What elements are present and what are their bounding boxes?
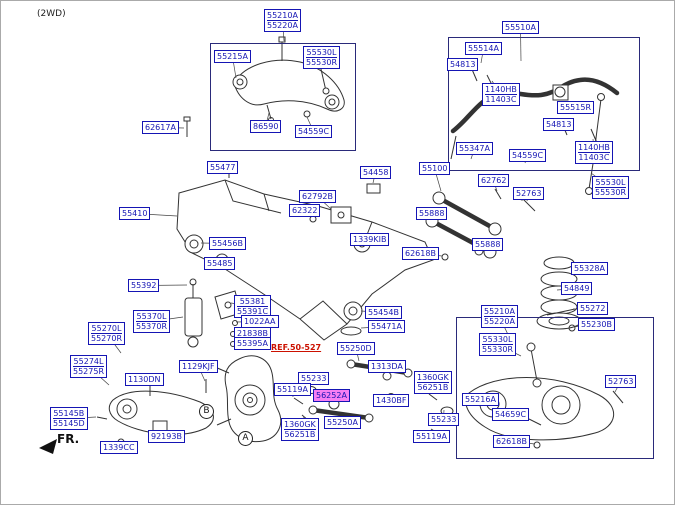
part-label[interactable]: 55328A xyxy=(571,262,608,275)
part-label[interactable]: 62762 xyxy=(478,174,510,187)
part-label[interactable]: 55233 xyxy=(298,372,330,385)
part-label[interactable]: 55272 xyxy=(577,302,609,315)
part-label[interactable]: 55454B xyxy=(365,306,402,319)
part-label[interactable]: 92193B xyxy=(148,430,185,443)
part-label[interactable]: 62617A xyxy=(142,121,179,134)
ref-link[interactable]: REF.50-527 xyxy=(271,343,322,352)
front-direction-label: FR. xyxy=(57,432,80,446)
part-label[interactable]: 62322 xyxy=(289,204,321,217)
part-label[interactable]: 55888 xyxy=(416,207,448,220)
part-label[interactable]: 54659C xyxy=(492,408,530,421)
part-label[interactable]: 55119A xyxy=(413,430,450,443)
part-label[interactable]: 62618B xyxy=(402,247,439,260)
drive-type-label: (2WD) xyxy=(37,9,66,19)
knuckle-art xyxy=(205,355,282,443)
part-label[interactable]: 1130DN xyxy=(125,373,164,386)
part-label[interactable]: 1313DA xyxy=(368,360,406,373)
part-label[interactable]: 55456B xyxy=(209,237,246,250)
assembly-box xyxy=(456,317,654,459)
part-label[interactable]: 55485 xyxy=(204,257,236,270)
part-label[interactable]: 55250A xyxy=(324,416,361,429)
part-label[interactable]: 55510A xyxy=(502,21,539,34)
assembly-box xyxy=(210,43,356,151)
trailing-arm-art xyxy=(96,378,214,446)
upper-arm-art xyxy=(232,36,345,123)
part-label[interactable]: 56252A xyxy=(313,389,350,402)
part-label[interactable]: 55250D xyxy=(337,342,375,355)
front-direction-arrow xyxy=(39,439,57,454)
part-label[interactable]: 55477 xyxy=(207,161,239,174)
assembly-box xyxy=(448,37,640,171)
circle-marker-a: A xyxy=(238,431,253,446)
part-label[interactable]: 55515R xyxy=(557,101,595,114)
part-label[interactable]: 54813 xyxy=(543,118,575,131)
part-label[interactable]: 54813 xyxy=(447,58,479,71)
part-label[interactable]: 55392 xyxy=(128,279,160,292)
part-label[interactable]: 52763 xyxy=(605,375,637,388)
part-label[interactable]: 55230B xyxy=(578,318,615,331)
part-label[interactable]: 55215A xyxy=(214,50,251,63)
part-label[interactable]: 55100 xyxy=(419,162,451,175)
part-label[interactable]: 55471A xyxy=(368,320,405,333)
part-label[interactable]: 55514A xyxy=(465,42,502,55)
circle-marker-b: B xyxy=(199,404,214,419)
part-label[interactable]: 55347A xyxy=(456,142,493,155)
part-label[interactable]: 55119A xyxy=(274,383,311,396)
part-label[interactable]: 54849 xyxy=(561,282,593,295)
part-label[interactable]: 52763 xyxy=(513,187,545,200)
part-label[interactable]: 55216A xyxy=(462,393,499,406)
part-label[interactable]: 54559C xyxy=(295,125,333,138)
part-label[interactable]: 1339CC xyxy=(100,441,138,454)
part-label[interactable]: 1129KJF xyxy=(179,360,218,373)
part-label[interactable]: 54559C xyxy=(509,149,547,162)
part-label[interactable]: 1339KIB xyxy=(350,233,390,246)
part-label[interactable]: 1430BF xyxy=(373,394,410,407)
part-label[interactable]: 62618B xyxy=(493,435,530,448)
part-label[interactable]: 55395A xyxy=(234,337,271,350)
part-label[interactable]: 62792B xyxy=(299,190,336,203)
part-label[interactable]: 55410 xyxy=(119,207,151,220)
part-label[interactable]: 54458 xyxy=(360,166,392,179)
part-label[interactable]: 55233 xyxy=(428,413,460,426)
part-label[interactable]: 55888 xyxy=(472,238,504,251)
part-label[interactable]: 86590 xyxy=(250,120,282,133)
